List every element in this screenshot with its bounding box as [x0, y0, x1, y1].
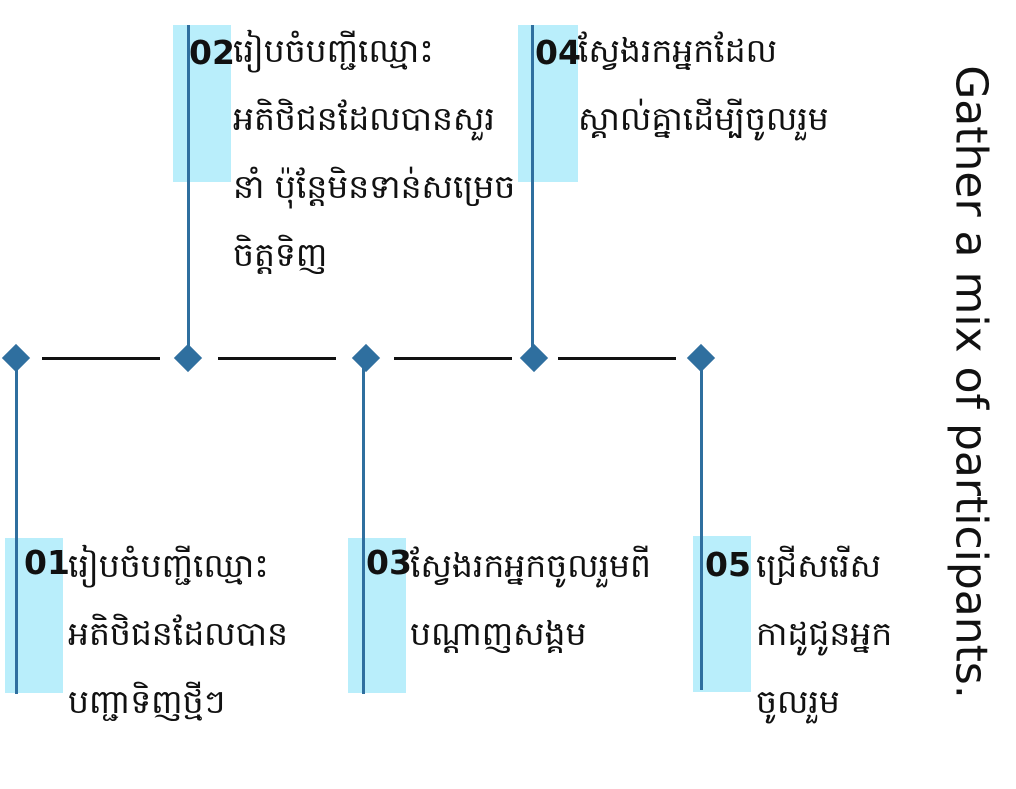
- step-03-highlight: [348, 538, 406, 693]
- step-02-connector: [187, 25, 190, 360]
- timeline-segment: [42, 357, 160, 360]
- step-04-marker-icon: [519, 343, 549, 373]
- diagram-title: Gather a mix of participants.: [945, 65, 997, 699]
- step-03-text: ស្វែងរកអ្នកចូលរួមពីបណ្ដាញសង្គម: [410, 546, 651, 653]
- step-03-connector: [362, 360, 365, 694]
- timeline-segment: [558, 357, 676, 360]
- step-02-highlight: [173, 25, 231, 182]
- step-02-text: រៀបចំបញ្ជីឈ្មោះអតិថិជនដែលបានសួរនាំ ប៉ុន្…: [233, 31, 516, 274]
- step-01-marker-icon: [1, 343, 31, 373]
- step-05-number: 05: [705, 545, 751, 584]
- step-03-marker-icon: [351, 343, 381, 373]
- step-04-connector: [531, 25, 534, 360]
- step-04-number: 04: [535, 33, 581, 72]
- step-02-number: 02: [189, 33, 235, 72]
- step-02-marker-icon: [173, 343, 203, 373]
- step-01-text: រៀបចំបញ្ជីឈ្មោះអតិថិជនដែលបានបញ្ជាទិញថ្មី…: [68, 546, 288, 721]
- step-05-marker-icon: [686, 343, 716, 373]
- step-01-connector: [15, 360, 18, 694]
- step-01-number: 01: [24, 543, 70, 582]
- step-04-text: ស្វែងរកអ្នកដែលស្គាល់គ្នាដើម្បីចូលរួម: [578, 31, 829, 138]
- step-01-highlight: [5, 538, 63, 693]
- step-03-number: 03: [366, 543, 412, 582]
- step-04-highlight: [518, 25, 578, 182]
- step-05-text: ជ្រើសរើសកាដូជូនអ្នកចូលរួម: [756, 546, 893, 721]
- step-05-connector: [700, 360, 703, 690]
- timeline-segment: [394, 357, 512, 360]
- timeline-segment: [218, 357, 336, 360]
